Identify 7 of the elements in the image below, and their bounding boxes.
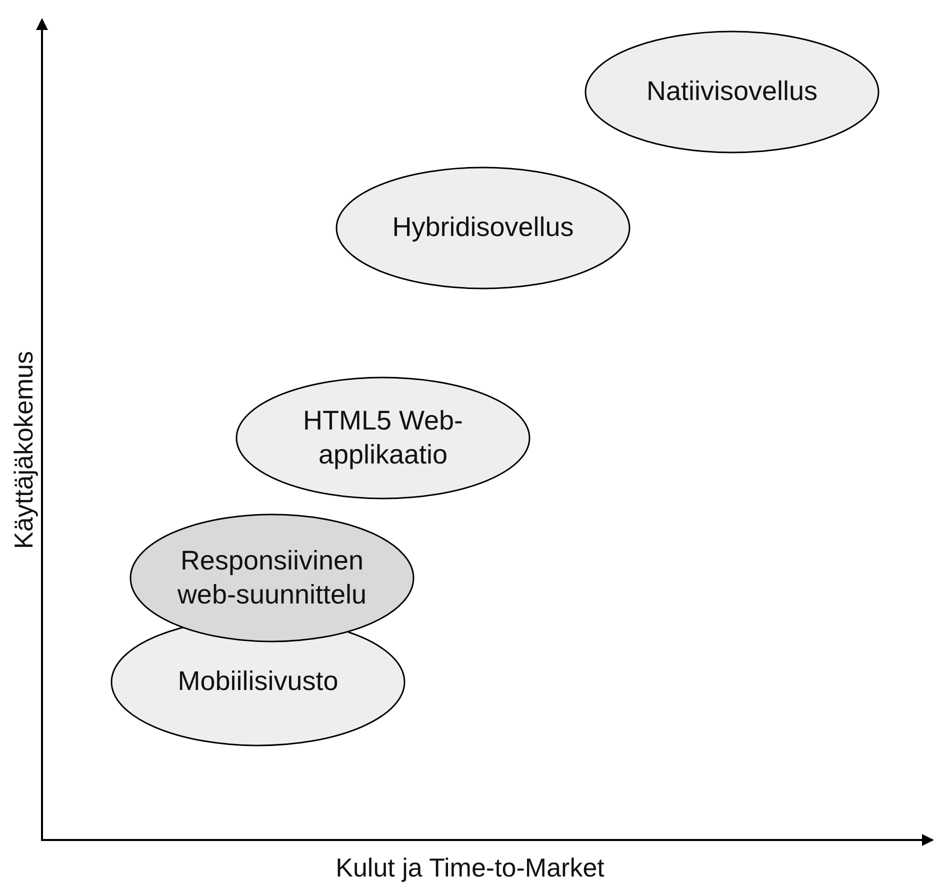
node-label: HTML5 Web-applikaatio [302, 404, 464, 472]
node-label: Hybridisovellus [391, 211, 575, 244]
x-axis-label: Kulut ja Time-to-Market [336, 852, 604, 883]
node-label: Mobiilisivusto [176, 665, 340, 698]
node-label: Natiivisovellus [645, 75, 819, 108]
node-label: Responsiivinen web-suunnittelu [176, 544, 368, 611]
y-axis-label: Käyttäjäkokemus [8, 351, 40, 549]
